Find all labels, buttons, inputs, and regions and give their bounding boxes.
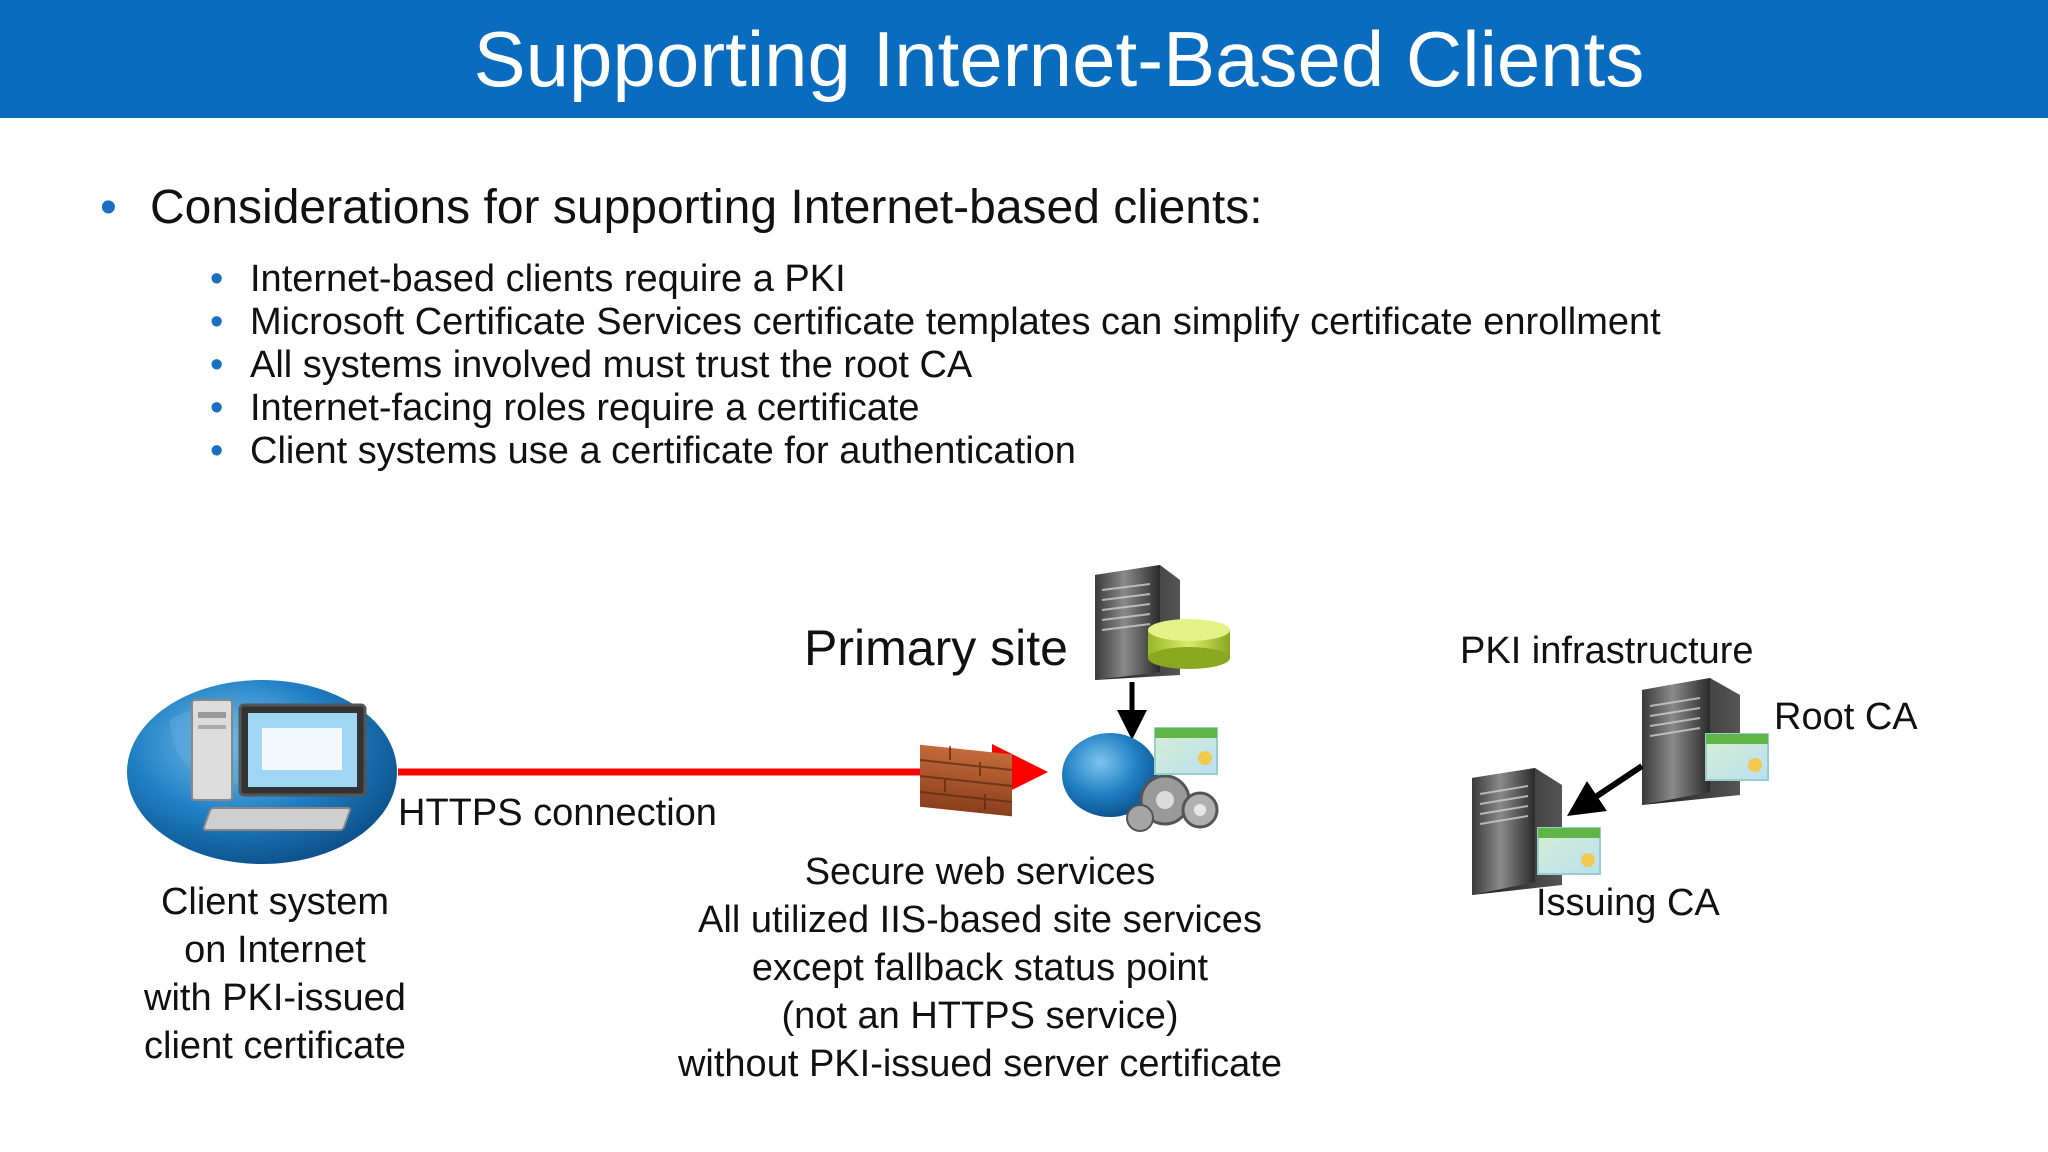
slide-title: Supporting Internet-Based Clients (473, 15, 1645, 103)
client-caption: Client system on Internet with PKI-issue… (110, 878, 440, 1070)
certificate-icon (1537, 827, 1601, 875)
bullet-dot: • (210, 387, 224, 429)
bullet-dot: • (210, 301, 224, 343)
bullet-dot: • (210, 344, 224, 386)
caption-line: Secure web services (804, 851, 1156, 893)
caption-line: (not an HTTPS service) (781, 995, 1179, 1037)
issuing-ca-label: Issuing CA (1536, 882, 1720, 924)
main-bullet-text: Considerations for supporting Internet-b… (150, 181, 1263, 234)
pki-infrastructure-label: PKI infrastructure (1460, 630, 1754, 672)
ca-trust-arrow (1567, 763, 1644, 816)
firewall-icon (919, 744, 1013, 817)
caption-line: on Internet (184, 929, 366, 971)
web-services-caption: Secure web services All utilized IIS-bas… (640, 848, 1320, 1088)
bullet-dot: • (210, 258, 224, 300)
primary-site-label: Primary site (804, 620, 1068, 676)
sub-bullet-text: Client systems use a certificate for aut… (250, 430, 1076, 472)
caption-line: with PKI-issued (144, 977, 406, 1019)
client-computer-globe-icon (127, 680, 397, 864)
sub-bullet-text: Internet-based clients require a PKI (250, 258, 846, 300)
caption-line: without PKI-issued server certificate (677, 1043, 1282, 1085)
bullet-dot: • (210, 430, 224, 472)
sub-bullet-text: Internet-facing roles require a certific… (250, 387, 920, 429)
caption-line: Client system (160, 881, 390, 923)
certificate-icon (1154, 727, 1218, 775)
sub-bullet-text: Microsoft Certificate Services certifica… (250, 301, 1661, 343)
main-bullet: • Considerations for supporting Internet-… (100, 178, 1263, 238)
caption-line: except fallback status point (751, 947, 1209, 989)
sub-bullet: • Microsoft Certificate Services certific… (210, 301, 1661, 344)
title-bar: Supporting Internet-Based Clients (0, 0, 2048, 118)
sub-bullet: • All systems involved must trust the roo… (210, 344, 1661, 387)
server-icon (1642, 678, 1740, 805)
sub-bullet: • Internet-facing roles require a certifi… (210, 387, 1661, 430)
sub-bullet-text: All systems involved must trust the root… (250, 344, 973, 386)
sub-bullet: • Internet-based clients require a PKI (210, 258, 1661, 301)
sub-bullet-list: • Internet-based clients require a PKI • M… (210, 258, 1661, 473)
sub-bullet: • Client systems use a certificate for au… (210, 430, 1661, 473)
database-icon (1148, 619, 1230, 669)
root-ca-label: Root CA (1774, 696, 1918, 738)
globe-gears-icon (1062, 733, 1219, 832)
https-connection-label: HTTPS connection (398, 792, 717, 834)
certificate-icon (1705, 733, 1769, 781)
caption-line: client certificate (144, 1025, 406, 1067)
caption-line: All utilized IIS-based site services (698, 899, 1262, 941)
bullet-dot: • (100, 181, 117, 234)
